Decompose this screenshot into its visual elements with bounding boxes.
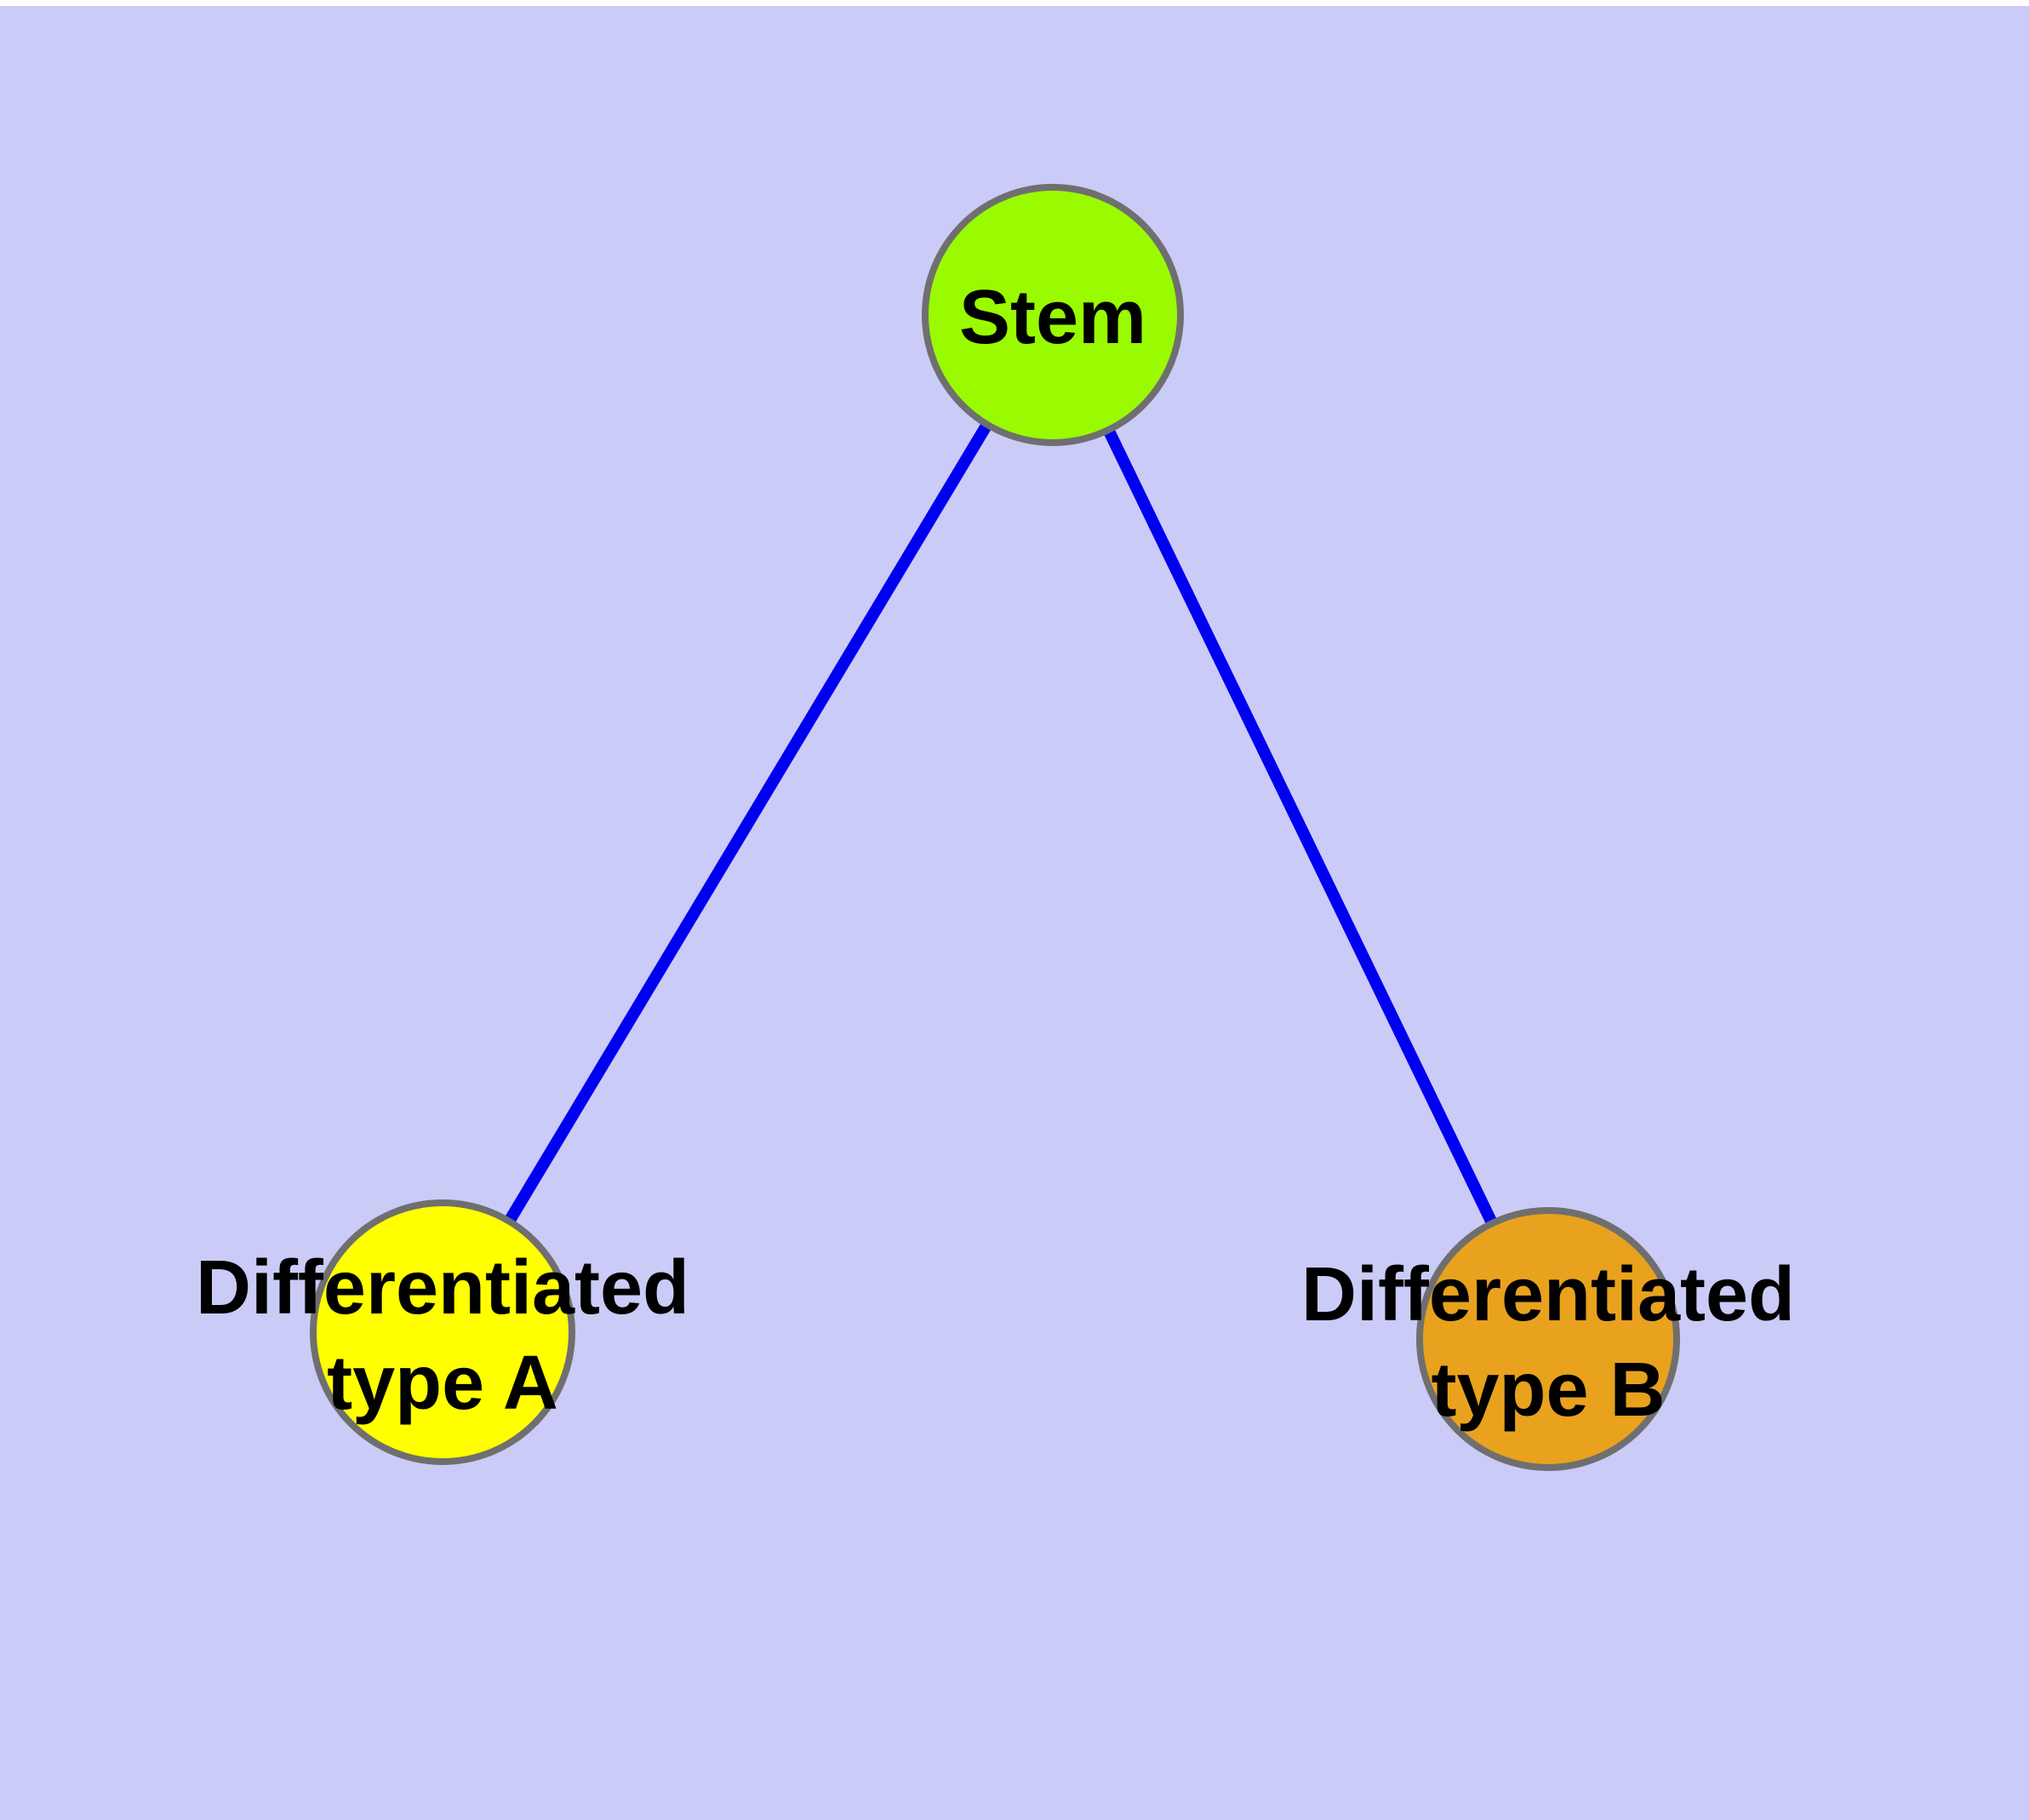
node-type-b: [1416, 1207, 1680, 1471]
node-stem: [922, 184, 1184, 446]
edge-stem-type-b: [1047, 312, 1554, 1342]
nodes-layer: [310, 184, 1680, 1471]
node-type-a: [310, 1199, 575, 1465]
edge-stem-type-a: [437, 312, 1059, 1336]
edges-layer: [437, 312, 1554, 1342]
